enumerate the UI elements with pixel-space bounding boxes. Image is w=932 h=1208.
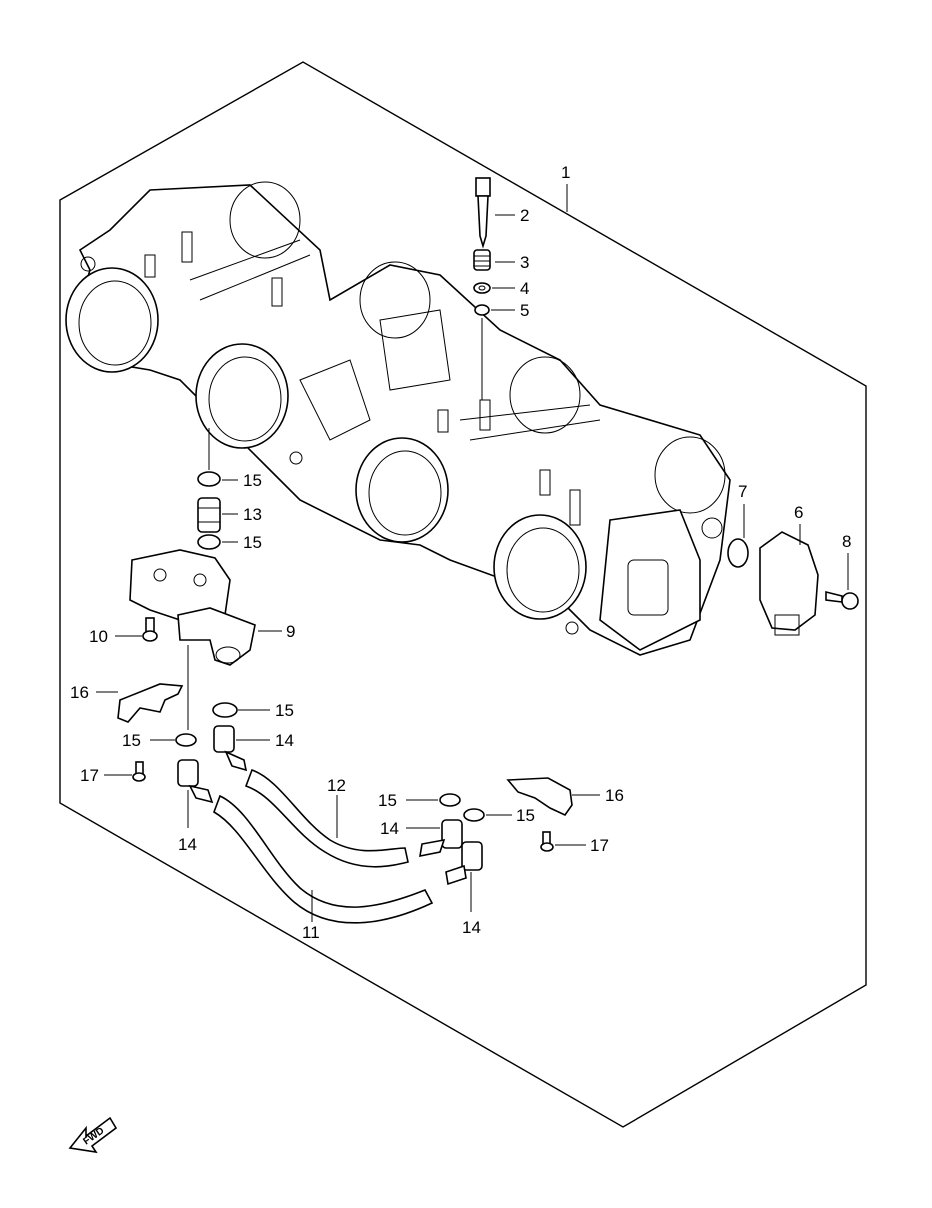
o-ring-a	[212, 702, 238, 718]
elbow-fitting-b	[177, 759, 214, 804]
valve-screw	[142, 617, 158, 642]
o-ring-d	[463, 808, 485, 822]
leader-lines	[96, 184, 849, 922]
throttle-position-sensor	[759, 531, 819, 636]
callout-3: 3	[520, 253, 529, 272]
callout-17-right: 17	[590, 836, 609, 855]
o-ring-small	[474, 304, 490, 316]
bracket-right	[506, 777, 573, 817]
elbow-fitting-a	[213, 725, 248, 772]
callout-2: 2	[520, 206, 529, 225]
assembly-boundary	[59, 61, 867, 1128]
callout-17-left: 17	[80, 766, 99, 785]
elbow-fitting-c	[419, 819, 463, 858]
callout-16-right: 16	[605, 786, 624, 805]
elbow-fitting-d	[445, 841, 483, 886]
callout-11: 11	[302, 923, 320, 942]
callout-14-left: 14	[178, 835, 197, 854]
bracket-left	[117, 683, 184, 723]
callout-8: 8	[842, 532, 851, 551]
bracket-screw-b	[540, 831, 554, 852]
o-ring-c	[439, 793, 461, 807]
hose-lower	[213, 794, 434, 924]
o-ring-upper	[197, 471, 221, 487]
callout-15-upper: 15	[243, 471, 262, 490]
callout-labels: 1 2 3 4 5 7 6 8 15 13 15 9 10 16 15 15 1…	[70, 163, 851, 942]
fwd-arrow-icon: FWD	[68, 1116, 118, 1154]
callout-12: 12	[327, 776, 346, 795]
spacer	[197, 497, 221, 533]
callout-15-mid-right: 15	[275, 701, 294, 720]
o-ring-sensor	[727, 538, 749, 568]
callout-1: 1	[561, 163, 570, 182]
o-ring-b	[175, 733, 197, 747]
callout-15-bottom-right: 15	[516, 806, 535, 825]
callout-14-bottom: 14	[462, 918, 481, 937]
callout-9: 9	[286, 622, 295, 641]
callout-15-mid-left: 15	[122, 731, 141, 750]
washer	[473, 282, 491, 294]
callout-5: 5	[520, 301, 529, 320]
callout-6: 6	[794, 503, 803, 522]
bracket-screw-a	[132, 761, 146, 782]
callout-7: 7	[738, 482, 747, 501]
throttle-body-assembly	[65, 181, 731, 656]
spring	[473, 249, 491, 271]
callout-14-mid: 14	[380, 819, 399, 838]
callout-14-upper: 14	[275, 731, 294, 750]
o-ring-lower	[197, 534, 221, 550]
callout-15-lower: 15	[243, 533, 262, 552]
hose-upper	[244, 768, 409, 868]
callout-13: 13	[243, 505, 262, 524]
callout-16-left: 16	[70, 683, 89, 702]
callout-4: 4	[520, 279, 529, 298]
callout-10: 10	[89, 627, 108, 646]
adjust-screw	[475, 177, 491, 249]
valve-assembly	[129, 549, 256, 666]
sensor-screw	[825, 590, 859, 610]
callout-15-bottom-left: 15	[378, 791, 397, 810]
